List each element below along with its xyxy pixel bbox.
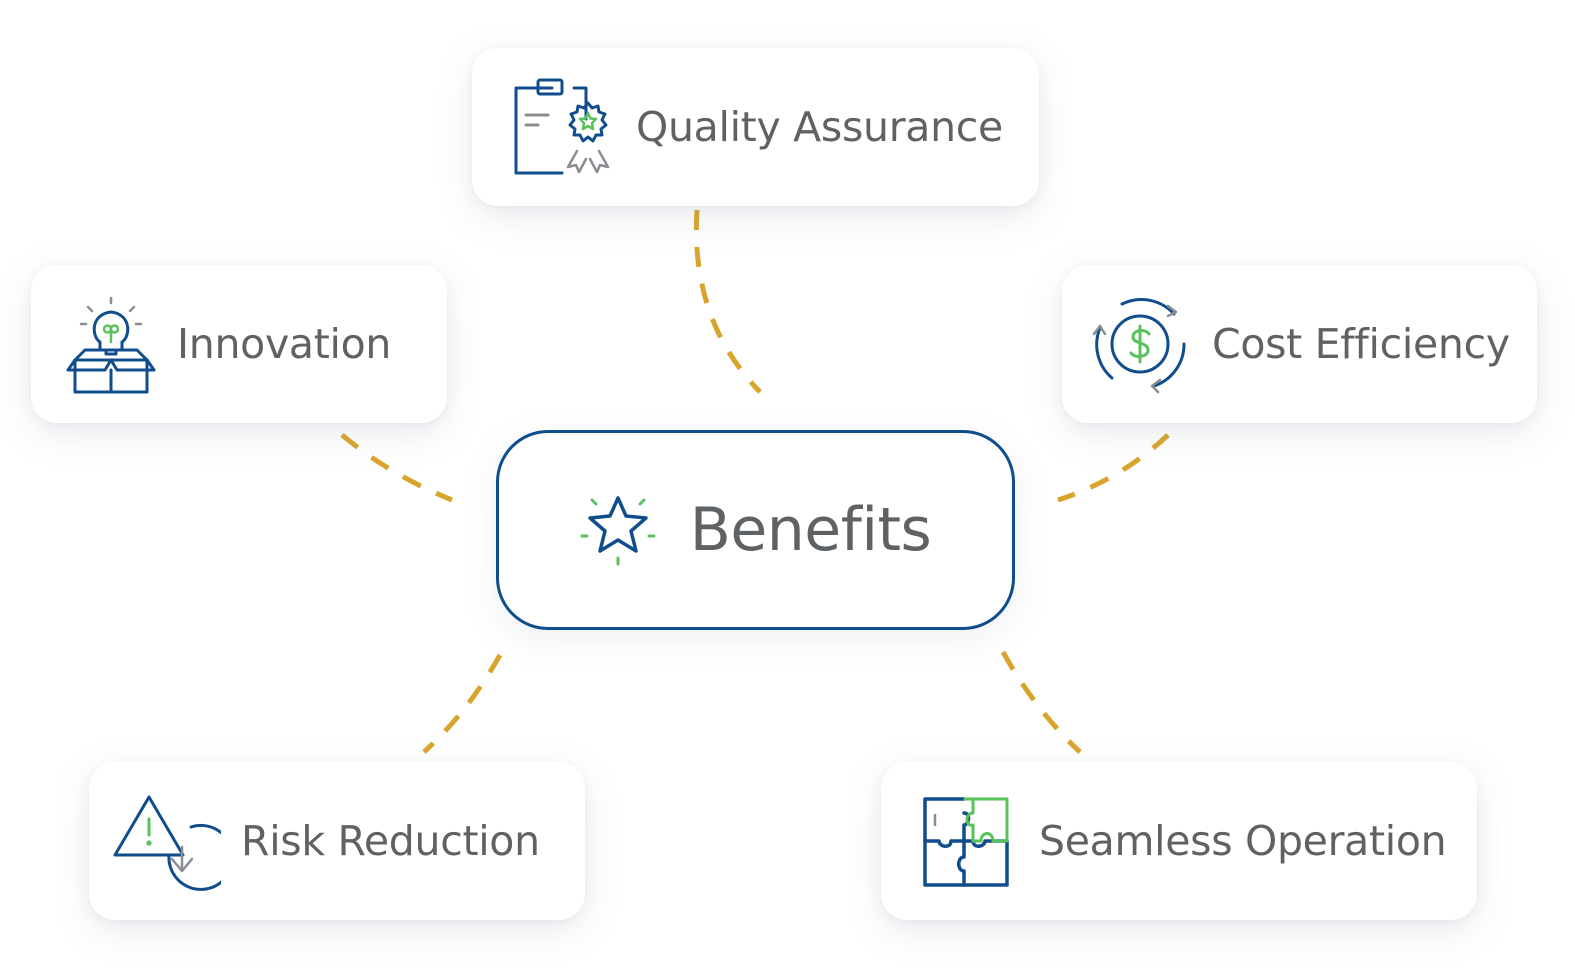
benefit-card-innovation: Innovation [31, 265, 447, 423]
central-title: Benefits [689, 495, 932, 565]
puzzle-icon [919, 791, 1019, 891]
dollar-cycle-icon [1088, 292, 1192, 396]
star-icon [580, 490, 656, 570]
benefit-label: Innovation [177, 320, 392, 368]
benefit-card-quality-assurance: Quality Assurance [472, 48, 1039, 206]
warning-down-icon [113, 789, 221, 893]
connector-innovation [340, 433, 453, 503]
connector-seamless-operation [1000, 650, 1082, 754]
connector-quality-assurance [693, 209, 762, 394]
benefit-label: Quality Assurance [636, 103, 1003, 151]
benefit-label: Cost Efficiency [1212, 320, 1510, 368]
benefit-label: Seamless Operation [1039, 817, 1447, 865]
benefit-card-risk-reduction: Risk Reduction [89, 762, 585, 920]
central-node-benefits: Benefits [496, 430, 1015, 630]
clipboard-award-icon [512, 75, 616, 179]
connector-cost-efficiency [1057, 433, 1170, 503]
benefit-card-seamless-operation: Seamless Operation [881, 762, 1477, 920]
lightbulb-box-icon [65, 292, 157, 396]
benefit-card-cost-efficiency: Cost Efficiency [1062, 265, 1537, 423]
connector-risk-reduction [422, 653, 503, 754]
benefit-label: Risk Reduction [241, 817, 540, 865]
